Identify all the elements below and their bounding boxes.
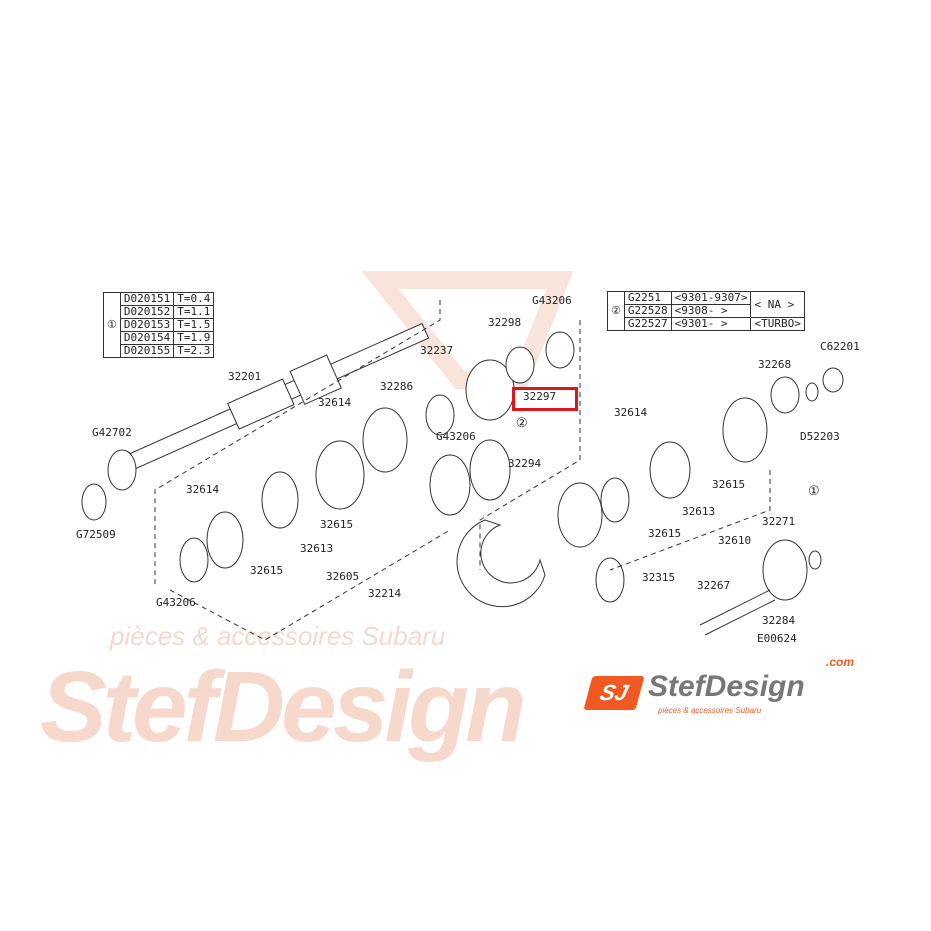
- stefdesign-logo: SJ StefDesign .com pièces & accessoires …: [583, 656, 868, 718]
- table-cell: D020155: [119, 344, 175, 358]
- part-label[interactable]: 32613: [682, 505, 716, 518]
- table-cell: <9301-9307>: [670, 291, 752, 305]
- highlight-box: [512, 387, 578, 411]
- watermark-tagline: pièces & accessoires Subaru: [110, 621, 446, 651]
- reference-marker: ①: [808, 484, 820, 499]
- part-label[interactable]: 32614: [614, 406, 648, 419]
- table-cell: T=1.5: [173, 318, 215, 332]
- part-label[interactable]: 32268: [758, 358, 792, 371]
- part-label[interactable]: 32613: [300, 542, 334, 555]
- table-cell: <9301- >: [670, 317, 752, 331]
- logo-suffix: .com: [826, 655, 855, 669]
- table-cell: T=2.3: [173, 344, 215, 358]
- part-label-highlighted[interactable]: 32297: [523, 390, 557, 403]
- table-cell: <TURBO>: [750, 317, 805, 331]
- table-cell: G2251: [623, 291, 672, 305]
- watermark-text: StefDesign: [40, 651, 526, 763]
- table-cell: G22528: [623, 304, 672, 318]
- table-cell: D020153: [119, 318, 175, 332]
- part-label[interactable]: E00624: [757, 632, 797, 645]
- table-cell: D020152: [119, 305, 175, 319]
- table-cell: <9308- >: [670, 304, 752, 318]
- part-label[interactable]: 32284: [762, 614, 796, 627]
- main-shaft: [119, 322, 430, 474]
- table-cell: D020151: [119, 292, 175, 306]
- table-cell: T=1.9: [173, 331, 215, 345]
- part-label[interactable]: 32214: [368, 587, 402, 600]
- part-label[interactable]: 32315: [642, 571, 676, 584]
- part-label[interactable]: 32610: [718, 534, 752, 547]
- reference-marker: ②: [516, 416, 528, 431]
- part-label[interactable]: 32286: [380, 380, 414, 393]
- logo-tagline: pièces & accessoires Subaru: [658, 706, 762, 715]
- part-label[interactable]: C62201: [820, 340, 860, 353]
- part-label[interactable]: 32615: [250, 564, 284, 577]
- part-label[interactable]: 32267: [697, 579, 731, 592]
- part-label[interactable]: 32294: [508, 457, 542, 470]
- table-cell: G22527: [623, 317, 672, 331]
- part-label[interactable]: 32615: [712, 478, 746, 491]
- table-cell: D020154: [119, 331, 175, 345]
- part-label[interactable]: G43206: [436, 430, 476, 443]
- variant-table: ② G2251<9301-9307> < NA > G22528<9308- >…: [607, 291, 805, 331]
- logo-brand: StefDesign: [648, 670, 805, 703]
- part-label[interactable]: 32271: [762, 515, 796, 528]
- table-cell: T=0.4: [173, 292, 215, 306]
- part-label[interactable]: 32605: [326, 570, 360, 583]
- table-cell: < NA >: [750, 291, 805, 318]
- part-label[interactable]: 32298: [488, 316, 522, 329]
- part-label[interactable]: G42702: [92, 426, 132, 439]
- logo-badge: SJ: [583, 676, 645, 710]
- part-label[interactable]: G43206: [156, 596, 196, 609]
- part-label[interactable]: G72509: [76, 528, 116, 541]
- part-label[interactable]: 32237: [420, 344, 454, 357]
- table-1-marker: ①: [103, 292, 121, 358]
- part-label[interactable]: 32614: [186, 483, 220, 496]
- part-label[interactable]: 32615: [648, 527, 682, 540]
- table-2-marker: ②: [607, 291, 625, 331]
- part-label[interactable]: 32614: [318, 396, 352, 409]
- part-label[interactable]: D52203: [800, 430, 840, 443]
- part-label[interactable]: 32201: [228, 370, 262, 383]
- table-cell: T=1.1: [173, 305, 215, 319]
- part-label[interactable]: 32615: [320, 518, 354, 531]
- part-label[interactable]: G43206: [532, 294, 572, 307]
